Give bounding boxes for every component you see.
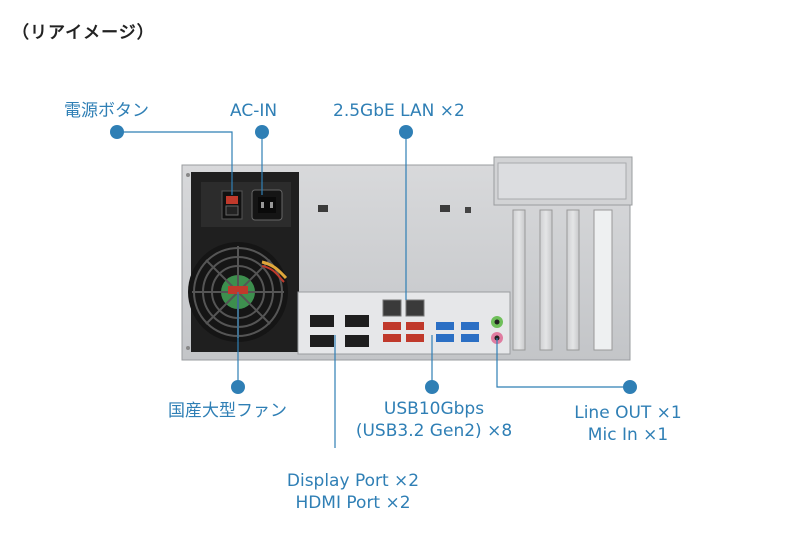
label-fan: 国産大型ファン: [168, 401, 287, 421]
label-usb-line1: USB10Gbps: [383, 399, 485, 419]
callout-lines: [117, 131, 630, 448]
label-display: Display Port ×2 HDMI Port ×2: [268, 470, 438, 514]
label-audio-line1: Line OUT ×1: [574, 403, 682, 423]
expansion-slots: [512, 209, 613, 351]
power-switch[interactable]: [221, 190, 243, 220]
display-ports: [310, 315, 369, 347]
label-usb: USB10Gbps (USB3.2 Gen2) ×8: [344, 398, 524, 442]
label-ac-in: AC-IN: [230, 101, 278, 121]
label-power-button: 電源ボタン: [64, 101, 149, 121]
callout-dots: [110, 125, 637, 394]
usb-ports: [383, 322, 479, 342]
label-usb-line2: (USB3.2 Gen2) ×8: [355, 421, 513, 441]
label-audio-line2: Mic In ×1: [587, 425, 669, 445]
label-audio: Line OUT ×1 Mic In ×1: [558, 402, 698, 446]
audio-jacks: [491, 316, 503, 344]
label-lan: 2.5GbE LAN ×2: [333, 101, 465, 121]
page-title: （リアイメージ）: [12, 23, 155, 43]
lan-ports: [382, 299, 425, 317]
label-display-line1: Display Port ×2: [286, 471, 420, 491]
label-display-line2: HDMI Port ×2: [295, 493, 411, 513]
ac-inlet: [251, 189, 283, 221]
